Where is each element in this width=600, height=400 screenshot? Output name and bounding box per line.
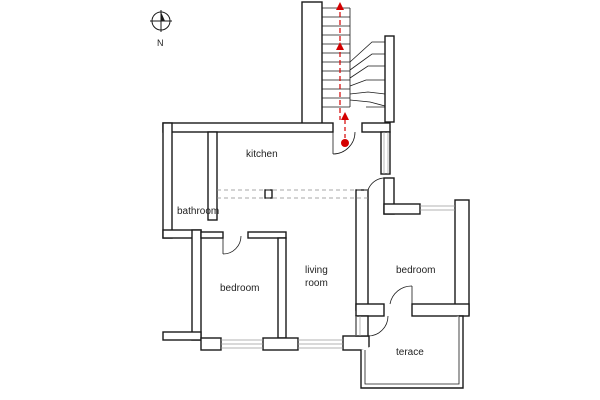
windows [221, 132, 455, 349]
bedroom-door-icon [389, 285, 413, 305]
bathroom-door-icon [222, 235, 242, 255]
route-arrow-icon [336, 2, 344, 10]
route-start-icon [341, 139, 349, 147]
doors [222, 131, 413, 337]
route-arrow-icon [336, 42, 344, 50]
compass-north-label: N [157, 38, 164, 48]
north-compass: N [150, 10, 172, 48]
room-label-bathroom: bathroom [177, 206, 219, 217]
route-arrow-icon [341, 112, 349, 120]
compass-needle-icon [161, 12, 165, 21]
escape-route [336, 2, 349, 147]
beam-lines [217, 189, 370, 199]
room-label-kitchen: kitchen [246, 149, 278, 160]
room-label-bedroom-left: bedroom [220, 283, 259, 294]
room-label-bedroom-right: bedroom [396, 265, 435, 276]
living-door-icon [367, 177, 385, 191]
room-label-living-room: room [305, 278, 328, 289]
walls [162, 122, 470, 351]
terrace-outline [360, 315, 464, 389]
stair-walls [301, 1, 395, 131]
terrace-door-icon [367, 315, 389, 337]
room-labels: kitchen bathroom bedroom living room bed… [177, 149, 435, 358]
entrance-door-icon [332, 131, 356, 155]
room-label-living: living [305, 265, 328, 276]
stair-treads [322, 7, 386, 108]
room-label-terrace: terace [396, 347, 424, 358]
